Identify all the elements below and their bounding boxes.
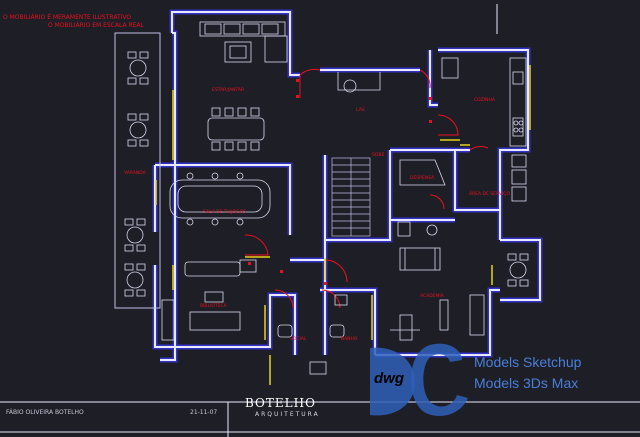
walls — [154, 11, 541, 361]
room-label-social: SOCIAL — [290, 337, 307, 342]
watermark-logo — [370, 343, 468, 417]
furniture-kitchen — [337, 57, 527, 202]
room-label-sobe: SOBE — [372, 153, 385, 158]
room-label-cozinha: COZINHA — [474, 98, 495, 103]
room-label-varanda: VARANDA — [124, 171, 146, 176]
room-label-sala-tv: SALA DE TV/JOGOS — [203, 210, 246, 215]
room-label-biblioteca: BIBLIOTECA — [200, 304, 227, 309]
furniture-baths — [277, 294, 348, 375]
furniture-note-2: O MOBILIÁRIO EM ESCALA REAL — [48, 22, 144, 29]
furniture-library — [161, 259, 257, 341]
door-leaves — [245, 139, 460, 280]
room-label-banho: BANHO — [341, 337, 358, 342]
staircase — [331, 157, 371, 237]
room-label-despensa: DESPENSA — [410, 176, 435, 181]
furniture-veranda — [124, 51, 529, 297]
furniture-game-room — [169, 172, 271, 226]
title-block — [0, 400, 640, 437]
room-label-lavabo: LAV. — [356, 108, 366, 113]
watermark-line-2: Models 3Ds Max — [474, 375, 579, 391]
brand-name: BOTELHO — [245, 396, 316, 410]
author-label: FÁBIO OLIVEIRA BOTELHO — [6, 409, 84, 416]
veranda-outline — [114, 32, 161, 309]
room-label-estar: ESTAR/JANTAR — [212, 88, 245, 93]
room-label-area-servico: ÁREA DE SERVIÇO — [469, 192, 510, 197]
furniture-living — [199, 21, 288, 151]
furniture-gym — [390, 247, 485, 341]
furniture-service — [397, 159, 446, 237]
brand-subtitle: ARQUITETURA — [255, 411, 320, 418]
room-label-academia: ACADEMIA — [420, 294, 444, 299]
watermark-logo-text: dwg — [374, 370, 404, 387]
furniture-note-1: O MOBILIÁRIO É MERAMENTE ILUSTRATIVO — [3, 14, 132, 21]
date-label: 21-11-07 — [190, 409, 218, 416]
columns — [248, 79, 432, 285]
door-swings — [244, 68, 489, 309]
watermark-line-1: Models Sketchup — [474, 354, 582, 370]
windows — [155, 65, 531, 385]
